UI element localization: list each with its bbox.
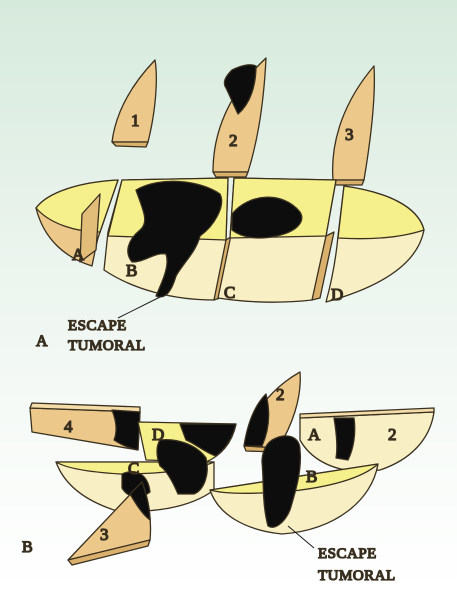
piece-d-label: D <box>152 425 164 444</box>
slice-1 <box>112 60 156 147</box>
segment-c-label: C <box>224 283 235 302</box>
piece-4-label: 4 <box>64 417 73 436</box>
annotation-b-line1: ESCAPE <box>318 546 377 562</box>
panel-a-label: A <box>36 333 48 350</box>
piece-3-label: 3 <box>100 525 109 544</box>
annotation-a-line2: TUMORAL <box>68 338 146 354</box>
segment-b-label: B <box>126 261 137 280</box>
piece-2-label: 2 <box>276 385 285 404</box>
piece-b-label: B <box>306 467 317 486</box>
segment-a-label: A <box>72 245 85 264</box>
piece-c-label: C <box>128 459 139 478</box>
segment-c <box>218 178 336 302</box>
panel-b-label: B <box>22 539 33 556</box>
panel-a: 1 2 3 A B C D A ESCAPE TUMORAL <box>36 58 424 354</box>
slice-1-label: 1 <box>131 111 140 130</box>
slice-2-label: 2 <box>229 131 238 150</box>
escape-pointer-line <box>118 296 162 318</box>
piece-a-label: A <box>308 425 321 444</box>
piece-2b-label: 2 <box>388 425 397 444</box>
segment-d-label: D <box>331 285 343 304</box>
segment-b <box>104 178 232 300</box>
slice-2 <box>213 58 266 177</box>
panel-b: 4 D C 3 2 A 2 B B ESCAPE TUMORAL <box>22 372 434 584</box>
annotation-a-line1: ESCAPE <box>68 318 127 334</box>
annotation-b-line2: TUMORAL <box>318 568 396 584</box>
slice-3-label: 3 <box>345 125 354 144</box>
piece-4 <box>30 403 140 450</box>
tumor-region <box>244 394 269 446</box>
slice-3 <box>333 66 375 185</box>
